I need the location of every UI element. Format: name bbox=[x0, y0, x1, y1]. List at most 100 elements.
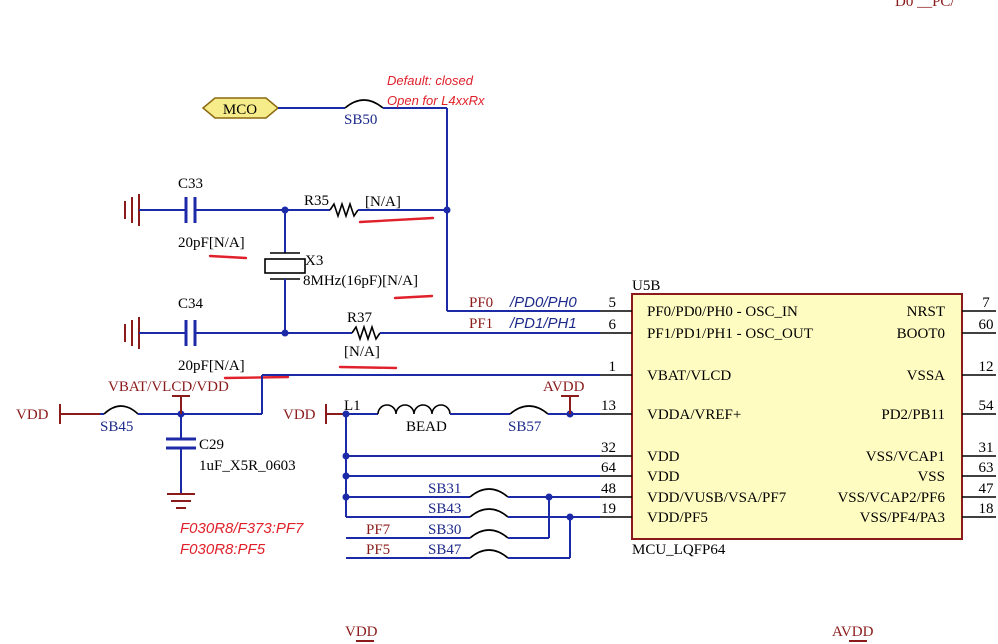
c34-capacitor bbox=[184, 320, 197, 346]
ic-right-pins: 7NRST60BOOT012VSSA54PD2/PB1131VSS/VCAP16… bbox=[837, 295, 996, 526]
avdd-power-symbol bbox=[561, 395, 579, 414]
pin-name: VSS/VCAP2/PF6 bbox=[837, 490, 945, 506]
sb30-note-line2: F030R8:PF5 bbox=[180, 541, 266, 558]
x3-crystal bbox=[264, 252, 306, 280]
c33-value: 20pF[N/A] bbox=[178, 235, 245, 251]
vdd-left-power-symbol bbox=[59, 404, 100, 424]
pin-number: 54 bbox=[979, 398, 995, 414]
net-pf1-label: PF1 bbox=[469, 316, 493, 332]
pin-name: VDD bbox=[647, 469, 680, 485]
c33-capacitor bbox=[184, 197, 197, 223]
c33-label: C33 bbox=[178, 176, 203, 192]
pin-number: 5 bbox=[609, 295, 617, 311]
pin-name: VSS bbox=[917, 469, 945, 485]
bottom-avdd-label: AVDD bbox=[832, 624, 874, 640]
ground-symbol-c34 bbox=[124, 317, 140, 349]
pin-name: PF1/PD1/PH1 - OSC_OUT bbox=[647, 326, 813, 342]
pin-number: 1 bbox=[609, 359, 617, 375]
net-pf1-alt-label: /PD1/PH1 bbox=[509, 315, 577, 332]
pin-number: 31 bbox=[979, 440, 994, 456]
r37-resistor bbox=[351, 324, 381, 342]
pf5-label: PF5 bbox=[366, 542, 390, 558]
ground-symbol-c33 bbox=[124, 194, 140, 226]
r35-label: R35 bbox=[304, 193, 329, 209]
sb47-solder-bridge bbox=[469, 549, 509, 559]
c34-label: C34 bbox=[178, 296, 204, 312]
net-pf0-alt-label: /PD0/PH0 bbox=[509, 294, 577, 311]
r37-value: [N/A] bbox=[344, 344, 380, 360]
pin-number: 60 bbox=[979, 317, 994, 333]
r35-resistor bbox=[329, 201, 359, 219]
pin-name: VDD/PF5 bbox=[647, 510, 708, 526]
sb50-note-line2: Open for L4xxRx bbox=[387, 93, 485, 108]
c29-value: 1uF_X5R_0603 bbox=[199, 458, 296, 474]
pin-name: BOOT0 bbox=[897, 326, 945, 342]
mark-r37 bbox=[338, 365, 398, 370]
pin-name: VBAT/VLCD bbox=[647, 368, 731, 384]
sb30-label: SB30 bbox=[428, 522, 461, 538]
pin-name: VDD bbox=[647, 449, 680, 465]
x3-label: X3 bbox=[305, 253, 323, 269]
pin-number: 32 bbox=[601, 440, 616, 456]
r37-label: R37 bbox=[347, 310, 373, 326]
ic-part: MCU_LQFP64 bbox=[632, 542, 726, 558]
sb30-note-line1: F030R8/F373:PF7 bbox=[180, 520, 304, 537]
pin-number: 48 bbox=[601, 481, 616, 497]
pin-number: 64 bbox=[601, 460, 617, 476]
pin-number: 47 bbox=[979, 481, 995, 497]
pin-number: 63 bbox=[979, 460, 994, 476]
net-pf0-label: PF0 bbox=[469, 295, 493, 311]
top-partial-label: D0 __PC/ bbox=[895, 0, 955, 10]
sb31-label: SB31 bbox=[428, 481, 461, 497]
l1-bead-inductor bbox=[377, 404, 451, 415]
pin-number: 18 bbox=[979, 501, 994, 517]
pin-number: 12 bbox=[979, 359, 994, 375]
sb50-label: SB50 bbox=[344, 112, 377, 128]
vbat-power-symbol bbox=[172, 395, 190, 414]
sb45-label: SB45 bbox=[100, 419, 133, 435]
pf7-label: PF7 bbox=[366, 522, 391, 538]
avdd-label: AVDD bbox=[543, 379, 585, 395]
mark-c34 bbox=[223, 375, 290, 380]
pin-name: NRST bbox=[907, 304, 945, 320]
sb31-solder-bridge bbox=[469, 488, 509, 498]
c34-value: 20pF[N/A] bbox=[178, 358, 245, 374]
mark-r35 bbox=[358, 216, 435, 224]
pin-number: 19 bbox=[601, 501, 616, 517]
vdd-mid-label: VDD bbox=[283, 407, 316, 423]
ic-u5b: U5B MCU_LQFP64 bbox=[631, 278, 963, 558]
mark-x3 bbox=[393, 294, 434, 300]
pin-number: 7 bbox=[982, 295, 990, 311]
r35-value: [N/A] bbox=[365, 194, 401, 210]
pin-name: VDD/VUSB/VSA/PF7 bbox=[647, 490, 787, 506]
pin-number: 6 bbox=[609, 317, 617, 333]
sb57-solder-bridge bbox=[509, 405, 549, 415]
pin-number: 13 bbox=[601, 398, 616, 414]
bottom-vdd-label: VDD bbox=[345, 624, 378, 640]
sb57-label: SB57 bbox=[508, 419, 542, 435]
pin-name: VSSA bbox=[907, 368, 946, 384]
bead-label: BEAD bbox=[406, 419, 447, 435]
l1-label: L1 bbox=[344, 398, 361, 414]
mark-c33 bbox=[208, 254, 248, 260]
pin-name: VSS/PF4/PA3 bbox=[860, 510, 945, 526]
vdd-left-label: VDD bbox=[16, 407, 49, 423]
sb43-label: SB43 bbox=[428, 501, 461, 517]
c29-label: C29 bbox=[199, 437, 224, 453]
mco-port: MCO bbox=[201, 97, 280, 119]
